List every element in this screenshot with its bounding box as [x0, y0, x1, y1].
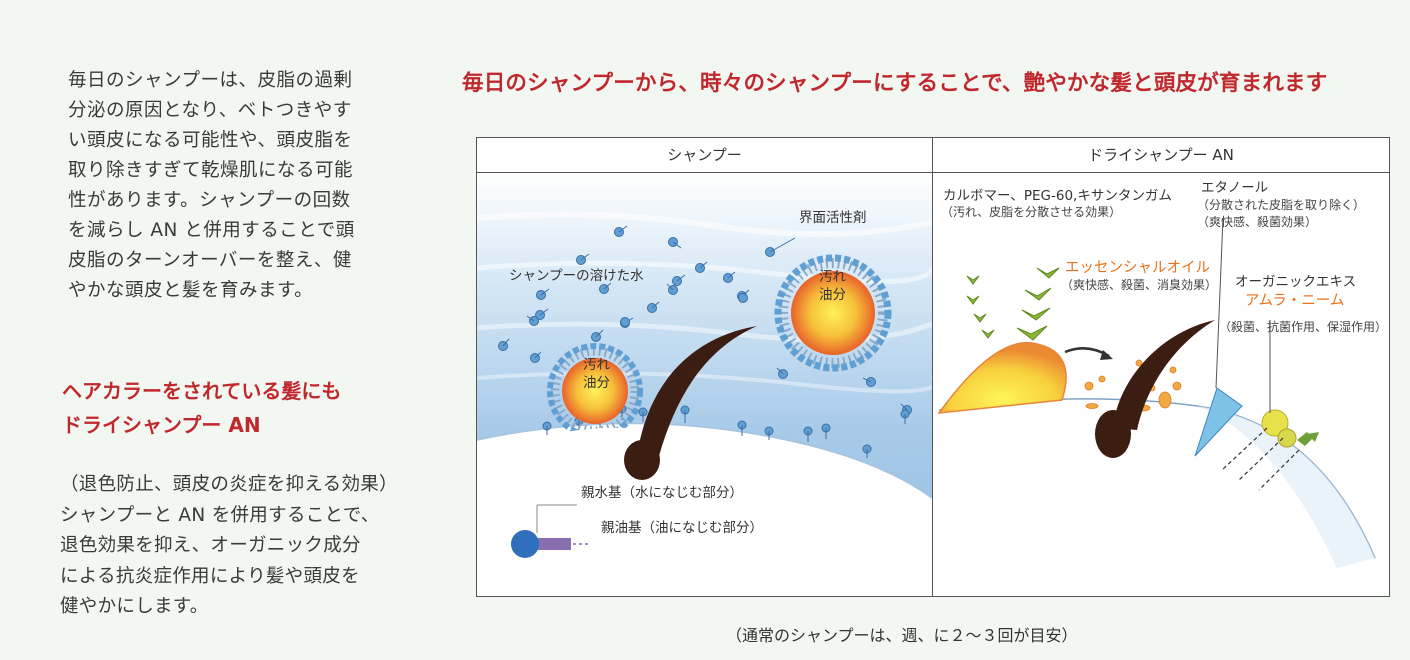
- leaf-icon: [1261, 320, 1319, 448]
- dirt-label: 汚れ: [583, 357, 610, 373]
- hair-strand-icon: [624, 326, 757, 480]
- intro-line: 分泌の原因となり、ベトつきやす: [68, 100, 352, 121]
- spray-icon: [1194, 217, 1243, 457]
- ethanol-label: エタノール: [1201, 180, 1269, 196]
- ethanol-effect-2: （爽快感、殺菌効果）: [1197, 215, 1318, 229]
- ethanol-effect-1: （分散された皮脂を取り除く）: [1197, 198, 1366, 212]
- body-line: 退色効果を抑え、オーガニック成分: [60, 535, 361, 556]
- organic-effect-label: （殺菌、抗菌作用、保湿作用）: [1219, 320, 1388, 334]
- oil-droplet-icon: [547, 343, 643, 439]
- intro-line: 取り除きすぎて乾燥肌になる可能: [68, 160, 354, 181]
- body-line: による抗炎症作用により髪や頭皮を: [60, 565, 360, 587]
- intro-line: 毎日のシャンプーは、皮脂の過剰: [68, 70, 353, 91]
- surfactant-molecule-icon: [498, 225, 912, 415]
- essential-oil-label: エッセンシャルオイル: [1065, 260, 1210, 276]
- micelle-label-2: 汚れ 油分: [583, 356, 610, 392]
- arrow-icon: [1221, 427, 1300, 491]
- intro-line: 性があります。シャンプーの回数: [68, 190, 351, 211]
- heading-line: ドライシャンプー AN: [62, 413, 261, 437]
- oil-label: 油分: [583, 375, 610, 391]
- sebum-mound: [937, 342, 1067, 414]
- header-line: [477, 172, 1389, 173]
- left-column-title: シャンプー: [667, 146, 742, 164]
- intro-line: やかな頭皮と髪を育みます。: [68, 280, 314, 301]
- heading-line: ヘアカラーをされている髪にも: [62, 379, 342, 403]
- intro-line: 皮脂のターンオーバーを整え、健: [68, 250, 352, 271]
- leaf-icon: [966, 267, 1060, 341]
- intro-line: を減らし AN と併用することで頭: [68, 220, 355, 241]
- hair-strand-icon: [1095, 320, 1215, 458]
- organic-extract-label: オーガニックエキス: [1235, 274, 1357, 290]
- surfactant-label: 界面活性剤: [799, 210, 867, 226]
- oil-label: 油分: [819, 287, 846, 303]
- water-label: シャンプーの溶けた水: [509, 268, 644, 284]
- dirt-label: 汚れ: [819, 269, 846, 285]
- essential-oil-effect: （爽快感、殺菌、消臭効果）: [1061, 278, 1218, 292]
- scalp-left: [477, 423, 932, 596]
- lipophilic-label: 親油基（油になじむ部分）: [601, 520, 763, 536]
- oil-droplet-icon: [774, 254, 892, 372]
- body-line: シャンプーと AN を併用することで、: [60, 504, 380, 526]
- intro-text: 毎日のシャンプーは、皮脂の過剰 分泌の原因となり、ベトつきやす い頭皮になる可能…: [68, 66, 404, 306]
- arrow-icon: [1064, 347, 1113, 360]
- carbomer-label: カルボマー、PEG-60,キサンタンガム: [943, 188, 1172, 204]
- main-heading: 毎日のシャンプーから、時々のシャンプーにすることで、艶やかな髪と頭皮が育まれます: [462, 71, 1328, 96]
- amla-neem-label: アムラ・ニーム: [1245, 293, 1345, 309]
- carbomer-effect-label: （汚れ、皮脂を分散させる効果）: [941, 205, 1122, 219]
- panel-divider: [932, 138, 933, 596]
- hair-color-body: （退色防止、頭皮の炎症を抑える効果） シャンプーと AN を併用することで、 退…: [60, 470, 440, 623]
- body-line: 健やかにします。: [60, 596, 209, 617]
- intro-line: い頭皮になる可能性や、頭皮脂を: [68, 130, 353, 151]
- footer-note: （通常のシャンプーは、週、に２～３回が目安）: [726, 626, 1078, 645]
- micelle-label-1: 汚れ 油分: [819, 268, 846, 304]
- body-line: （退色防止、頭皮の炎症を抑える効果）: [60, 474, 398, 495]
- lipophilic-molecule-icon: [511, 530, 591, 558]
- comparison-diagram: シャンプー ドライシャンプー AN 界面活性剤 シャンプーの溶けた水 汚れ 油分…: [476, 137, 1390, 597]
- right-column-title: ドライシャンプー AN: [1088, 146, 1234, 164]
- hair-color-heading: ヘアカラーをされている髪にも ドライシャンプー AN: [62, 374, 422, 442]
- hydrophilic-label: 親水基（水になじむ部分）: [581, 485, 743, 501]
- diagram-illustration: [477, 173, 1376, 596]
